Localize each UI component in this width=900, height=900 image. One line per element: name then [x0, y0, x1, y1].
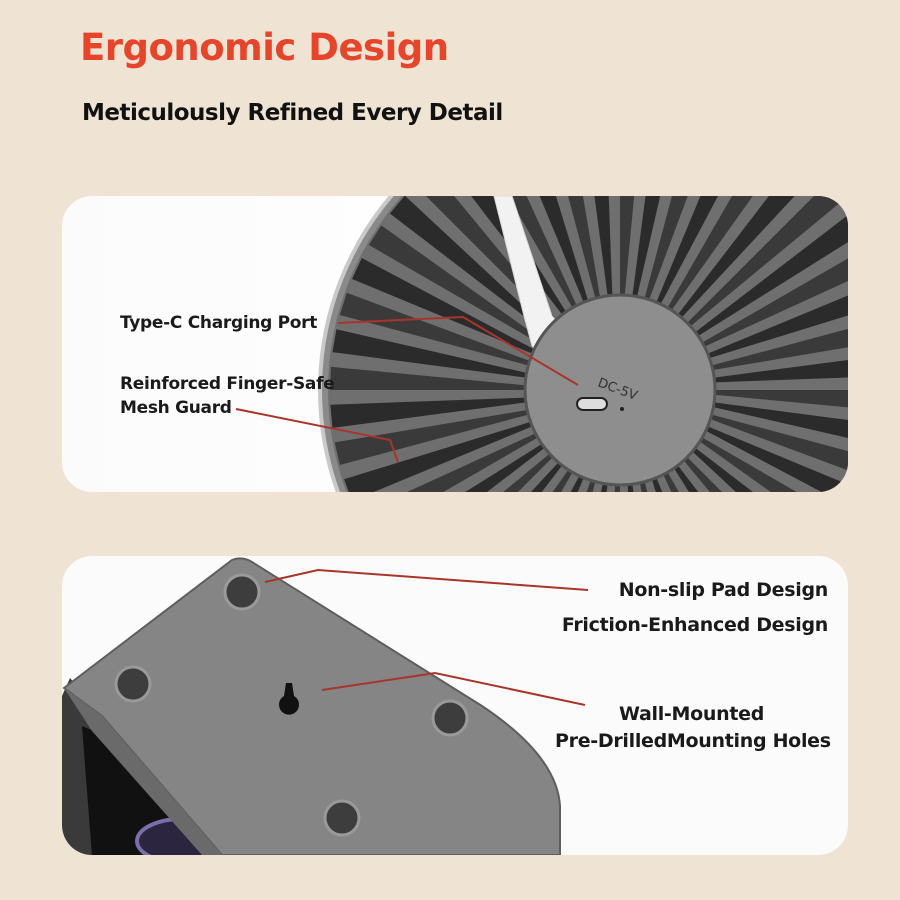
fan-blade	[389, 196, 548, 333]
fan-blade	[677, 196, 795, 318]
fan-blade	[632, 196, 661, 297]
callout-non-slip-pad: Non-slip Pad Design	[618, 579, 829, 601]
fan-blade	[614, 484, 620, 492]
fan-detail-panel: DC-5V Type-C Charging Port Reinforced Fi…	[62, 196, 848, 492]
fan-blade	[339, 292, 530, 366]
fan-blade	[507, 196, 577, 308]
fan-blade	[644, 196, 688, 300]
fan-blade	[714, 359, 848, 383]
callout-type-c-port: Type-C Charging Port	[120, 313, 318, 333]
fan-blade	[344, 421, 533, 492]
base-illustration	[62, 557, 589, 855]
fan-blade	[552, 469, 573, 492]
fan-blade	[352, 257, 535, 354]
fan-blade	[586, 480, 596, 492]
fan-blade	[656, 196, 719, 305]
fan-blade	[570, 475, 584, 492]
fan-blades	[330, 196, 848, 492]
fan-blade	[334, 409, 529, 466]
fan-blade	[714, 390, 848, 408]
fan-blade	[465, 443, 545, 492]
fan-blade	[687, 196, 841, 327]
fan-blade	[667, 196, 753, 311]
fan-blade	[711, 328, 848, 371]
callout-line-port	[337, 315, 579, 386]
non-slip-pads	[114, 573, 469, 837]
fan-blade	[710, 414, 848, 471]
callout-wall-mounted: Wall-Mounted	[619, 703, 764, 725]
page-title: Ergonomic Design	[80, 26, 449, 69]
fan-blade	[692, 447, 753, 492]
page-subtitle: Meticulously Refined Every Detail	[82, 100, 503, 126]
fan-blade	[663, 472, 679, 492]
fan-blade	[699, 437, 797, 492]
fan-blade	[705, 426, 848, 492]
keyhole-mounting-slot	[279, 683, 299, 715]
callout-line-mount	[321, 671, 586, 706]
fan-blade	[683, 457, 723, 492]
fan-hub	[523, 293, 717, 487]
callout-mesh-guard: Mesh Guard	[120, 398, 232, 418]
base-detail-panel: Non-slip Pad Design Friction-Enhanced De…	[62, 556, 848, 855]
fan-blade	[600, 483, 608, 492]
fan-blade	[695, 215, 848, 337]
fan-blade	[330, 397, 526, 428]
fan-blade	[707, 295, 848, 359]
callout-finger-safe: Reinforced Finger-Safe	[120, 374, 335, 394]
callout-friction-enhanced: Friction-Enhanced Design	[561, 614, 828, 636]
fan-blade	[539, 196, 589, 303]
usb-c-port	[576, 397, 608, 411]
fan-blade	[702, 258, 848, 347]
fan-blade	[673, 465, 699, 492]
fan-blade	[330, 366, 526, 390]
fan-illustration: DC-5V	[235, 196, 848, 492]
fan-blade	[713, 402, 848, 438]
fan-blade	[639, 481, 648, 492]
callout-line-mesh	[235, 408, 399, 463]
fan-blade	[530, 462, 563, 492]
fan-blade	[568, 196, 601, 299]
fan-blade	[620, 196, 635, 296]
base-top-face	[62, 557, 561, 855]
fan-blade	[651, 477, 663, 492]
fan-blade	[407, 433, 538, 492]
callout-mounting-holes: Pre-DrilledMounting Holes	[555, 730, 831, 752]
callout-line-pad	[264, 568, 589, 591]
fan-blade	[627, 484, 634, 492]
fan-blade	[594, 196, 613, 296]
fan-blade	[368, 225, 541, 343]
fan-blade	[332, 329, 527, 378]
fan-blade	[503, 453, 553, 492]
